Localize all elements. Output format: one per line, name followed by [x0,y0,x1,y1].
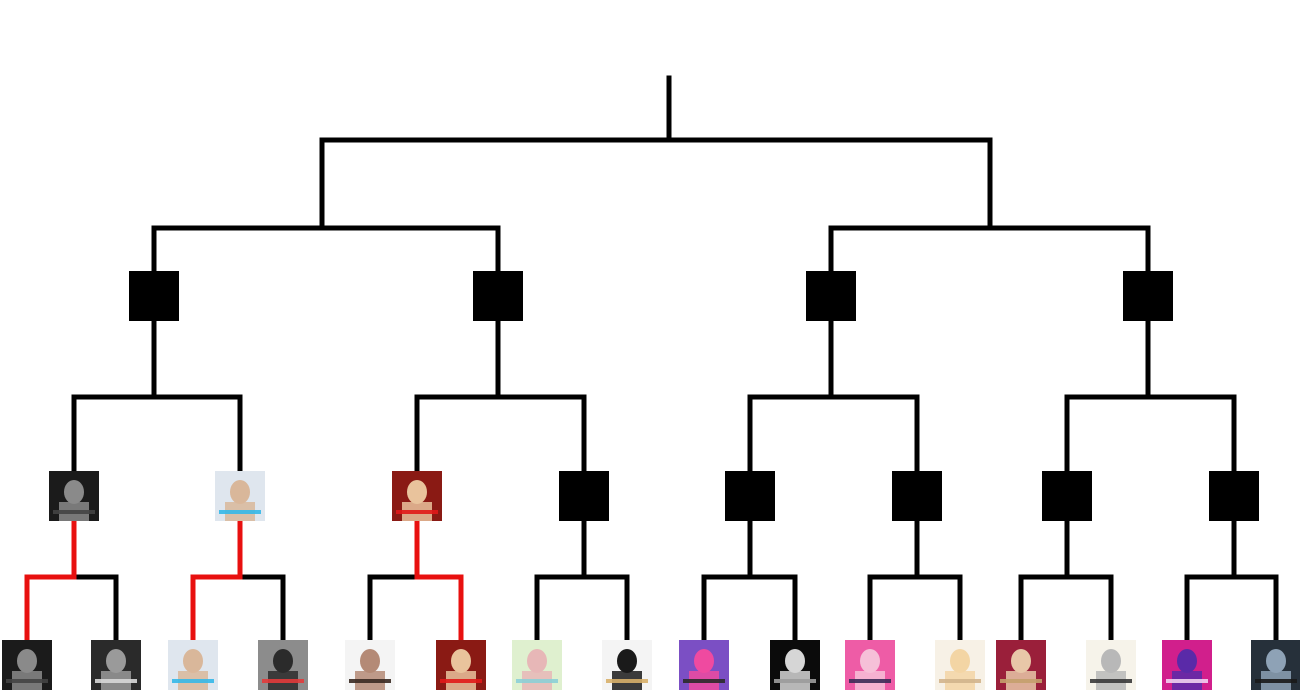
entrant-album-cover[interactable] [2,640,52,690]
album-cover-title-strip [1166,679,1208,683]
entrant-album-cover[interactable] [679,640,729,690]
album-cover-figure [407,480,427,504]
album-cover-title-strip [849,679,891,683]
album-cover-title-strip [1255,679,1297,683]
album-cover-title-strip [939,679,981,683]
entrant-album-cover[interactable] [845,640,895,690]
entrant-album-cover[interactable] [436,640,486,690]
round2-empty-slot[interactable] [725,471,775,521]
entrant-album-cover[interactable] [91,640,141,690]
entrant-album-cover[interactable] [258,640,308,690]
entrant-album-cover[interactable] [935,640,985,690]
entrant-album-cover[interactable] [1251,640,1300,690]
round2-empty-slot[interactable] [1042,471,1092,521]
round2-empty-slot[interactable] [559,471,609,521]
album-cover-title-strip [606,679,648,683]
album-cover-title-strip [6,679,48,683]
album-cover-title-strip [53,510,95,514]
round3-empty-slot[interactable] [473,271,523,321]
album-cover-figure [451,649,471,673]
album-cover-figure [1101,649,1121,673]
entrant-album-cover[interactable] [602,640,652,690]
album-cover-title-strip [683,679,725,683]
entrant-album-cover[interactable] [770,640,820,690]
album-cover-figure [860,649,880,673]
entrant-album-cover[interactable] [512,640,562,690]
album-cover-title-strip [262,679,304,683]
album-cover-figure [360,649,380,673]
album-cover-title-strip [516,679,558,683]
album-cover-figure [617,649,637,673]
entrant-album-cover[interactable] [996,640,1046,690]
album-cover-title-strip [95,679,137,683]
album-cover-figure [106,649,126,673]
album-cover-title-strip [440,679,482,683]
round2-winner-cover[interactable] [215,471,265,521]
round3-empty-slot[interactable] [129,271,179,321]
round2-winner-cover[interactable] [49,471,99,521]
round3-empty-slot[interactable] [806,271,856,321]
album-cover-title-strip [349,679,391,683]
album-cover-title-strip [1000,679,1042,683]
entrant-album-cover[interactable] [345,640,395,690]
album-cover-figure [230,480,250,504]
album-cover-figure [1177,649,1197,673]
album-cover-figure [273,649,293,673]
album-cover-title-strip [219,510,261,514]
album-cover-title-strip [774,679,816,683]
round2-winner-cover[interactable] [392,471,442,521]
album-cover-figure [694,649,714,673]
album-cover-figure [17,649,37,673]
album-cover-figure [527,649,547,673]
album-cover-figure [183,649,203,673]
entrant-album-cover[interactable] [1086,640,1136,690]
album-cover-figure [64,480,84,504]
album-cover-figure [785,649,805,673]
round2-empty-slot[interactable] [892,471,942,521]
entrant-album-cover[interactable] [1162,640,1212,690]
round2-empty-slot[interactable] [1209,471,1259,521]
entrant-album-cover[interactable] [168,640,218,690]
album-cover-figure [1011,649,1031,673]
album-cover-title-strip [396,510,438,514]
album-cover-title-strip [172,679,214,683]
album-cover-title-strip [1090,679,1132,683]
album-cover-figure [950,649,970,673]
round3-empty-slot[interactable] [1123,271,1173,321]
album-cover-figure [1266,649,1286,673]
